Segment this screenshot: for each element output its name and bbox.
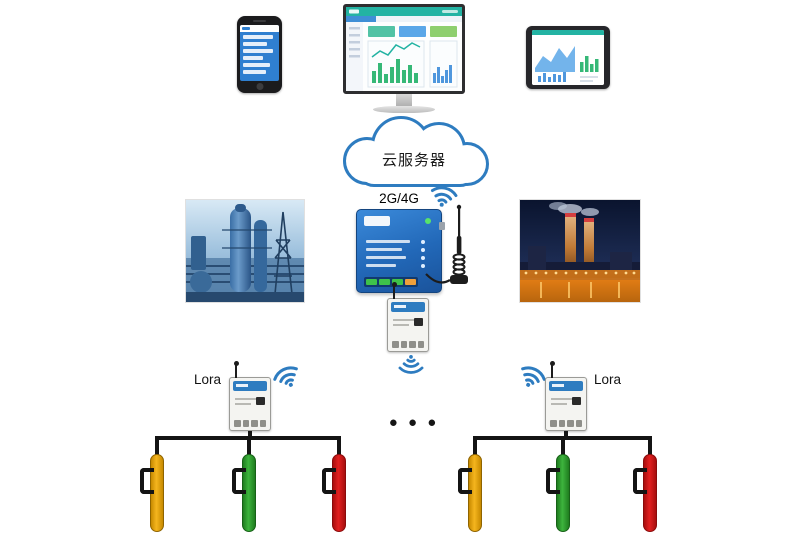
ct-clamp-icon <box>322 468 336 494</box>
wifi-icon <box>514 357 552 394</box>
gateway-device <box>356 209 445 293</box>
sensor-yellow <box>140 454 164 532</box>
wifi-icon <box>427 178 462 210</box>
gateway-logo <box>364 216 390 226</box>
desktop-monitor <box>343 4 465 113</box>
sensor-yellow <box>458 454 482 532</box>
wire <box>561 436 565 458</box>
monitor-stand <box>396 94 412 106</box>
wire <box>247 436 251 458</box>
module-antenna-icon <box>549 361 555 378</box>
smartphone <box>237 16 282 93</box>
lora-label-left: Lora <box>194 372 222 387</box>
dashboard-preview <box>343 4 465 94</box>
lora-module-left <box>229 361 271 431</box>
cloud-server: 云服务器 <box>327 111 501 191</box>
monitor-base <box>373 106 435 113</box>
module-antenna-icon <box>391 282 397 299</box>
sensor-green <box>232 454 256 532</box>
sensor-green <box>546 454 570 532</box>
phone-app-header <box>240 25 279 32</box>
ct-clamp-icon <box>458 468 472 494</box>
tablet-dashboard-preview <box>532 30 604 85</box>
phone-speaker <box>253 20 266 22</box>
power-plant-night-photo <box>520 200 640 302</box>
terminal-block <box>364 277 418 287</box>
wifi-icon <box>397 355 425 379</box>
phone-home-button <box>256 83 263 90</box>
lora-label-right: Lora <box>594 372 622 387</box>
wifi-icon <box>267 357 305 394</box>
wire <box>473 436 477 458</box>
industrial-plant-photo <box>186 200 304 302</box>
wire <box>648 436 652 458</box>
wire <box>248 431 252 437</box>
ct-clamp-icon <box>546 468 560 494</box>
repetition-ellipsis: ● ● ● <box>388 414 440 431</box>
wire <box>337 436 341 458</box>
gateway-power-led <box>425 218 431 224</box>
tablet <box>526 26 610 89</box>
lora-module-right <box>545 361 587 431</box>
cloud-label: 云服务器 <box>381 152 446 169</box>
wire <box>155 436 159 458</box>
ct-clamp-icon <box>140 468 154 494</box>
ct-clamp-icon <box>232 468 246 494</box>
sensor-red <box>633 454 657 532</box>
din-rail-collector <box>387 282 429 352</box>
sensor-red <box>322 454 346 532</box>
antenna-connector <box>439 222 445 230</box>
antenna-icon <box>425 204 468 284</box>
module-antenna-icon <box>233 361 239 378</box>
ct-clamp-icon <box>633 468 647 494</box>
wire <box>564 431 568 437</box>
phone-app-preview <box>240 25 279 81</box>
gateway-label: 2G/4G <box>379 191 419 206</box>
